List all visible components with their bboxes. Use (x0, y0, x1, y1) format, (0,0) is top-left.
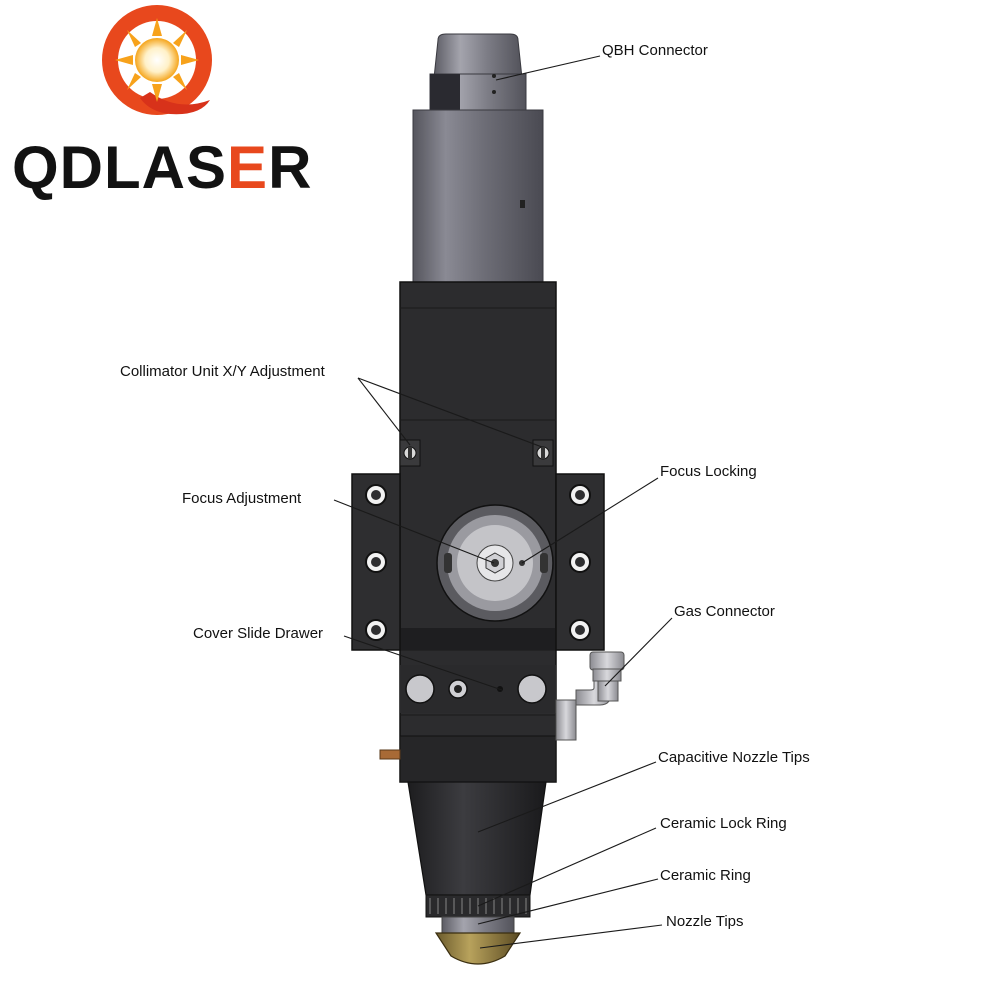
leader-lines (333, 55, 673, 949)
callout-nozzle-tips: Nozzle Tips (666, 913, 744, 930)
capacitive-nozzle-part (407, 781, 547, 918)
callout-qbh-connector: QBH Connector (602, 42, 708, 59)
callout-focus-locking: Focus Locking (660, 463, 757, 480)
left-flange (351, 473, 401, 651)
focus-knob (436, 504, 554, 622)
ceramic-ring-part (441, 916, 515, 934)
right-flange (555, 473, 605, 651)
sun-mark-icon (102, 5, 212, 115)
copper-pin (379, 749, 401, 760)
callout-ceramic-ring: Ceramic Ring (660, 867, 751, 884)
nozzle-tip-part (434, 932, 522, 965)
collimator-tube (412, 109, 544, 283)
callout-labels: QBH Connector Collimator Unit X/Y Adjust… (120, 42, 810, 930)
callout-gas-connector: Gas Connector (674, 603, 775, 620)
qbh-connector-part (429, 33, 527, 113)
gas-connector-part (555, 651, 625, 741)
callout-ceramic-lock-ring: Ceramic Lock Ring (660, 815, 787, 832)
brand-logo: QDLASER (12, 5, 312, 201)
callout-cover-slide-drawer: Cover Slide Drawer (193, 625, 323, 642)
collimator-adjust-screws (399, 439, 554, 467)
callout-capacitive-nozzle-tips: Capacitive Nozzle Tips (658, 749, 810, 766)
callout-collimator-xy: Collimator Unit X/Y Adjustment (120, 363, 326, 380)
callout-focus-adjustment: Focus Adjustment (182, 490, 302, 507)
laser-cutting-head (351, 33, 625, 965)
tube-screw (520, 200, 525, 208)
brand-wordmark: QDLASER (12, 134, 312, 201)
cover-slide-drawer-part (400, 665, 556, 713)
